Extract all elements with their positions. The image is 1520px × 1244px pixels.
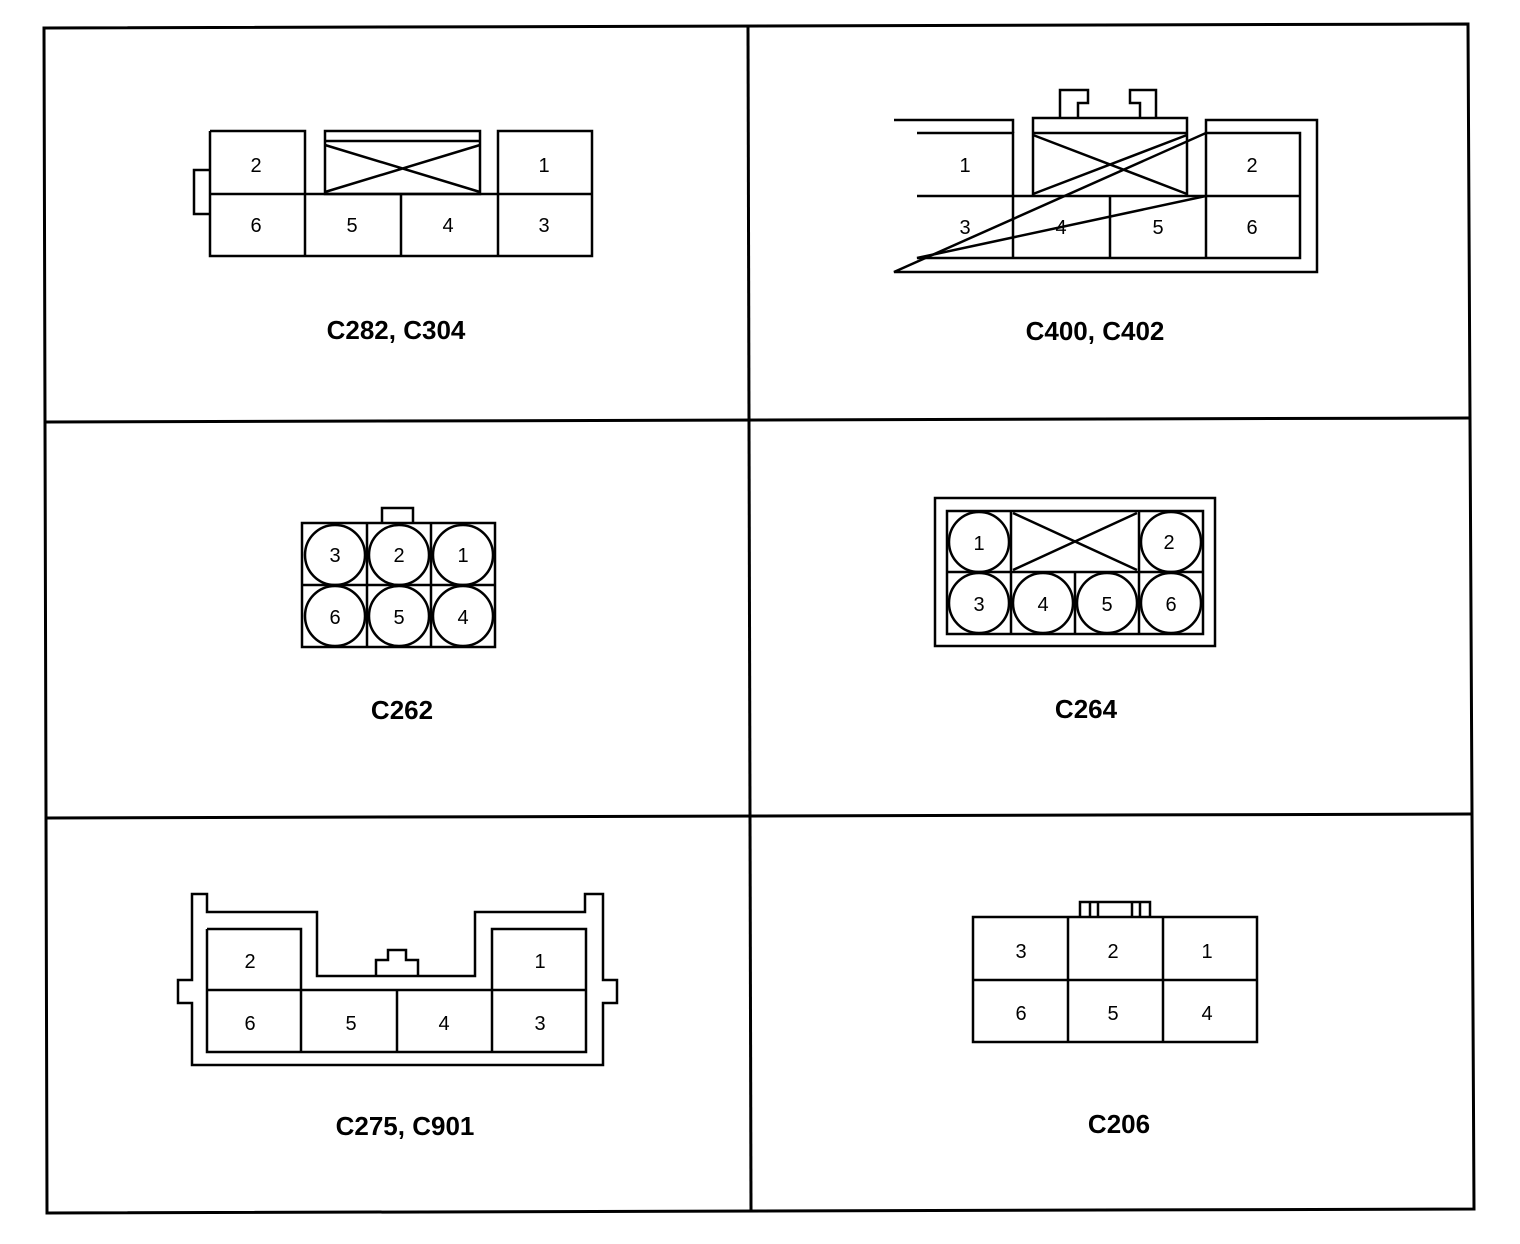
- pin-label: 3: [1015, 941, 1026, 963]
- pin-label: 2: [1163, 532, 1174, 554]
- pin-label: 2: [1107, 941, 1118, 963]
- pin-label: 4: [457, 607, 468, 629]
- pin-label: 4: [1201, 1003, 1212, 1025]
- pin-label: 1: [973, 533, 984, 555]
- pin-label: 5: [345, 1013, 356, 1035]
- pin-label: 4: [442, 215, 453, 237]
- sheet-grid: [42, 22, 1476, 1215]
- connector-c282-c304: 2 1 6 5 4 3 C282, C304: [192, 129, 594, 345]
- pin-label: 5: [1101, 594, 1112, 616]
- connector-label: C275, C901: [336, 1111, 475, 1141]
- connector-label: C264: [1055, 694, 1118, 724]
- pin-label: 6: [1165, 594, 1176, 616]
- pin-label: 1: [457, 545, 468, 567]
- pin-label: 2: [244, 951, 255, 973]
- pin-label: 3: [959, 217, 970, 239]
- pin-label: 2: [393, 545, 404, 567]
- pin-label: 1: [959, 155, 970, 177]
- pin-label: 6: [1246, 217, 1257, 239]
- connector-c400-c402: 1 2 3 4 5 6 C400, C402: [893, 88, 1319, 346]
- pin-label: 6: [244, 1013, 255, 1035]
- pin-label: 3: [538, 215, 549, 237]
- pin-label: 4: [1055, 217, 1066, 239]
- pin-label: 3: [329, 545, 340, 567]
- pin-label: 5: [393, 607, 404, 629]
- pin-label: 3: [534, 1013, 545, 1035]
- pin-label: 5: [1152, 217, 1163, 239]
- connector-label: C206: [1088, 1109, 1150, 1139]
- connector-c264: 1 2 3 4 5 6 C264: [933, 496, 1217, 724]
- pin-label: 4: [438, 1013, 449, 1035]
- pin-label: 2: [1246, 155, 1257, 177]
- pin-label: 1: [1201, 941, 1212, 963]
- pin-label: 6: [329, 607, 340, 629]
- connector-c275-c901: 2 1 6 5 4 3 C275, C901: [176, 892, 619, 1141]
- connector-c206: 3 2 1 6 5 4 C206: [971, 900, 1259, 1139]
- connector-label: C262: [371, 695, 433, 725]
- pin-label: 6: [1015, 1003, 1026, 1025]
- pin-label: 1: [534, 951, 545, 973]
- pin-label: 1: [538, 155, 549, 177]
- pin-label: 2: [250, 155, 261, 177]
- pin-label: 5: [346, 215, 357, 237]
- connector-c262: 3 2 1 6 5 4 C262: [300, 506, 497, 725]
- pin-label: 5: [1107, 1003, 1118, 1025]
- connector-label: C400, C402: [1026, 316, 1165, 346]
- pin-label: 6: [250, 215, 261, 237]
- pin-label: 4: [1037, 594, 1048, 616]
- pin-label: 3: [973, 594, 984, 616]
- connector-label: C282, C304: [327, 315, 466, 345]
